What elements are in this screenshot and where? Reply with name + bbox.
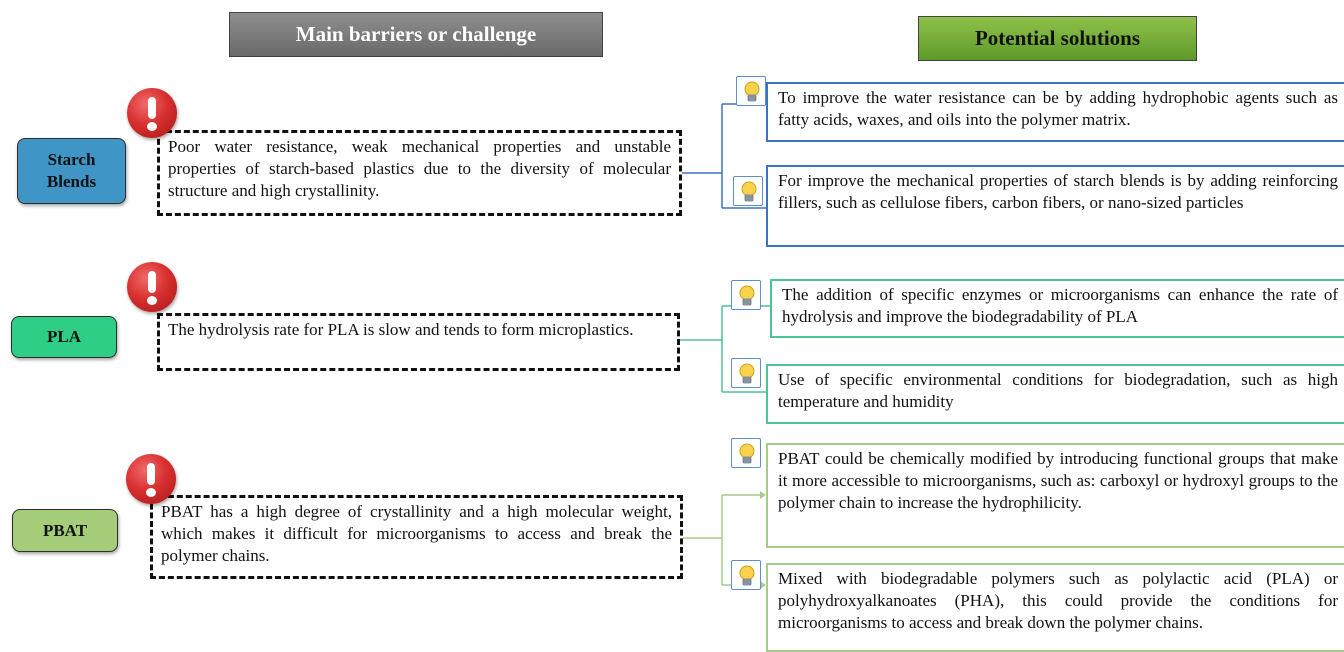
lightbulb-icon (731, 358, 761, 388)
lightbulb-icon (731, 438, 761, 468)
warning-icon (127, 262, 177, 312)
barrier-pbat: PBAT has a high degree of crystallinity … (150, 495, 683, 579)
warning-icon (126, 454, 176, 504)
solution-starch-2: For improve the mechanical properties of… (766, 165, 1344, 247)
solutions-header: Potential solutions (918, 16, 1197, 61)
warning-icon (127, 88, 177, 138)
lightbulb-icon (736, 76, 766, 106)
solution-starch-1: To improve the water resistance can be b… (766, 82, 1344, 142)
lightbulb-icon (731, 560, 761, 590)
solution-pbat-2: Mixed with biodegradable polymers such a… (766, 563, 1344, 652)
solution-pbat-1: PBAT could be chemically modified by int… (766, 443, 1344, 548)
barrier-pla: The hydrolysis rate for PLA is slow and … (157, 313, 680, 371)
solution-pla-1: The addition of specific enzymes or micr… (770, 279, 1344, 338)
barrier-starch-blends: Poor water resistance, weak mechanical p… (157, 130, 682, 216)
category-starch-blends: Starch Blends (17, 138, 126, 204)
barriers-header: Main barriers or challenge (229, 12, 603, 57)
lightbulb-icon (731, 280, 761, 310)
category-pla: PLA (11, 316, 117, 358)
lightbulb-icon (733, 176, 763, 206)
category-pbat: PBAT (12, 509, 118, 552)
solution-pla-2: Use of specific environmental conditions… (766, 364, 1344, 424)
